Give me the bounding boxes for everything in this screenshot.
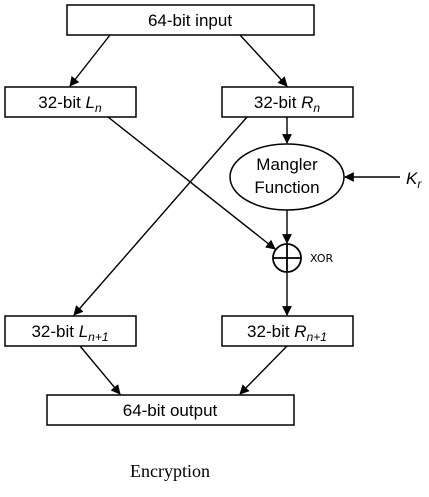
left-half-box: 32-bit Ln — [4, 86, 137, 118]
mangler-function: Mangler Function — [229, 143, 345, 211]
arrow-left-next-to-output — [79, 345, 121, 395]
xor-symbol — [272, 243, 302, 273]
output-box: 64-bit output — [46, 394, 295, 426]
left-next-box: 32-bit Ln+1 — [4, 315, 137, 347]
arrow-right-next-to-output — [239, 345, 288, 395]
input-box-label: 64-bit input — [148, 11, 232, 30]
left-next-label: 32-bit Ln+1 — [31, 322, 108, 344]
mangler-line1: Mangler — [256, 155, 318, 174]
right-half-label: 32-bit Rn — [254, 93, 321, 115]
input-box: 64-bit input — [66, 4, 315, 36]
right-next-box: 32-bit Rn+1 — [221, 315, 354, 347]
left-half-label: 32-bit Ln — [38, 93, 102, 115]
arrow-input-to-left — [69, 34, 111, 87]
arrow-input-to-right — [239, 34, 288, 87]
output-box-label: 64-bit output — [123, 401, 218, 420]
right-next-label: 32-bit Rn+1 — [247, 322, 327, 344]
xor-annotation: XOR — [310, 252, 333, 265]
right-half-box: 32-bit Rn — [221, 86, 354, 118]
arrow-right-to-left-next — [73, 116, 248, 316]
mangler-line2: Function — [254, 178, 319, 197]
round-key-label: Kr — [406, 169, 422, 191]
caption: Encryption — [130, 461, 210, 481]
arrow-left-to-xor — [107, 116, 276, 250]
